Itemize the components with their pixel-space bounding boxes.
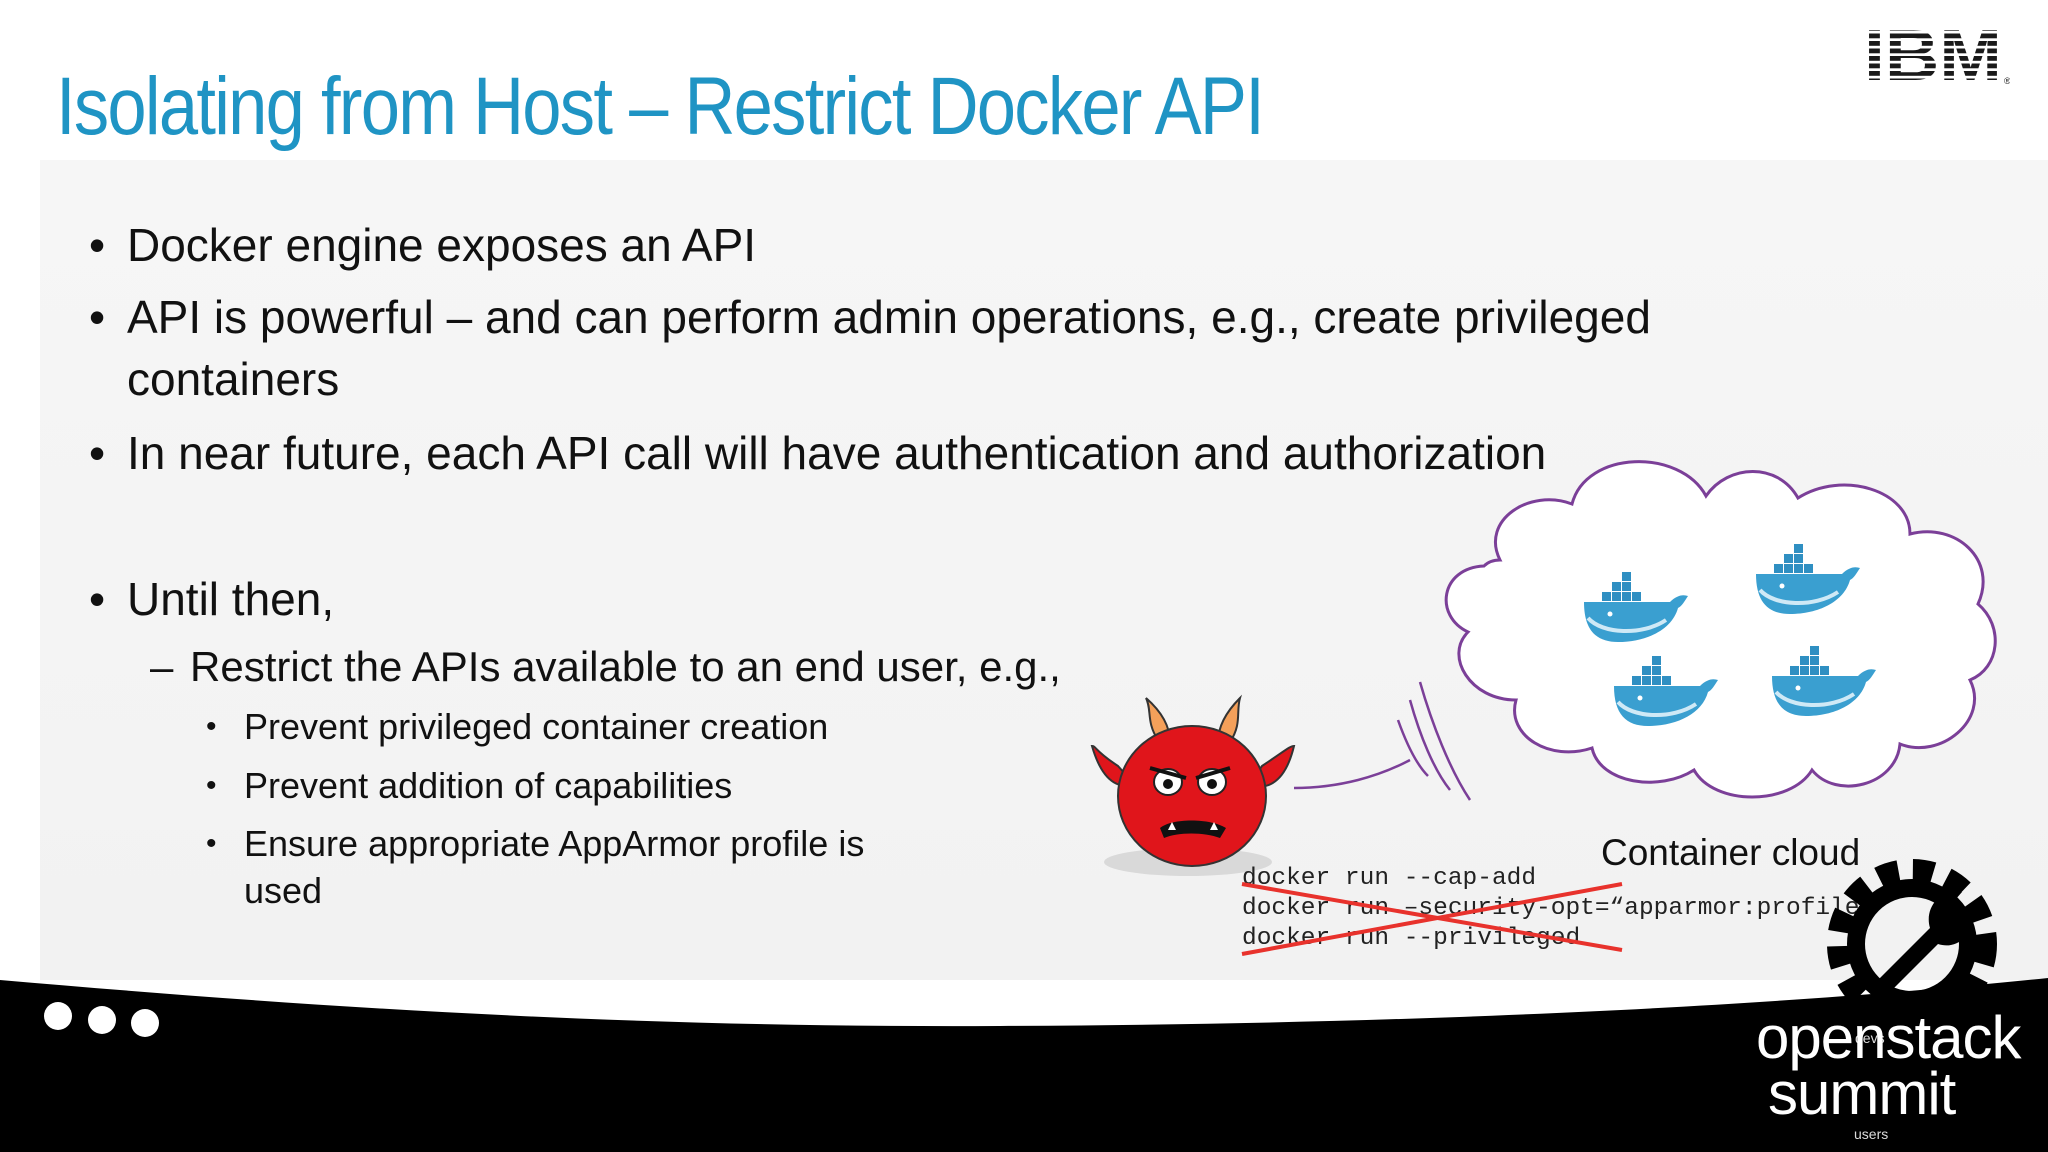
brand-summit: summit [1768,1060,1956,1127]
bullet-text: Restrict the APIs available to an end us… [190,643,1061,690]
devil-icon [1090,694,1296,876]
sub-bullet-item: – Restrict the APIs available to an end … [150,639,1061,695]
cloud-icon [1444,460,1997,799]
bullet-item: • Docker engine exposes an API [89,214,757,276]
bullet-continuation: containers [127,348,339,410]
brand-users: users [1854,1126,1889,1142]
container-cloud-label: Container cloud [1601,832,1861,873]
ibm-logo: IBM ® [1864,26,2010,86]
svg-text:®: ® [2004,76,2010,86]
bullet-text: used [244,870,323,911]
dash-marker: – [150,643,174,690]
motion-lines [1293,681,1472,801]
sub-sub-bullet-item: • Prevent addition of capabilities [206,762,733,810]
bullet-marker: • [89,291,106,343]
bullet-text: Docker engine exposes an API [127,219,757,271]
gear-wrench-icon [1827,859,1997,1029]
sub-sub-bullet-item: • Prevent privileged container creation [206,703,829,751]
bullet-marker: • [89,427,106,479]
brand-openstack: openstack [1756,1004,2022,1071]
bullet-text: Prevent addition of capabilities [244,765,733,806]
bullet-text: API is powerful – and can perform admin … [127,291,1651,343]
bullet-marker: • [206,827,217,860]
bullet-marker: • [89,573,106,625]
bullet-marker: • [89,219,106,271]
sub-sub-bullet-item: • Ensure appropriate AppArmor profile is [206,820,865,868]
bullet-text: In near future, each API call will have … [127,427,1547,479]
bullet-text: Until then, [127,573,335,625]
bullet-text: Ensure appropriate AppArmor profile is [244,823,865,864]
bullet-text: Prevent privileged container creation [244,706,829,747]
bullet-marker: • [206,710,217,743]
bullet-item: • In near future, each API call will hav… [89,422,1547,484]
slide-title: Isolating from Host – Restrict Docker AP… [56,61,1265,152]
bullet-item: • Until then, [89,568,335,630]
ellipsis-dots-icon [44,1002,159,1037]
bullet-continuation: used [244,867,322,915]
brand-devs: devs [1855,1030,1885,1046]
bullet-text: containers [127,353,340,405]
bullet-item: • API is powerful – and can perform admi… [89,286,1651,348]
bullet-marker: • [206,769,217,802]
